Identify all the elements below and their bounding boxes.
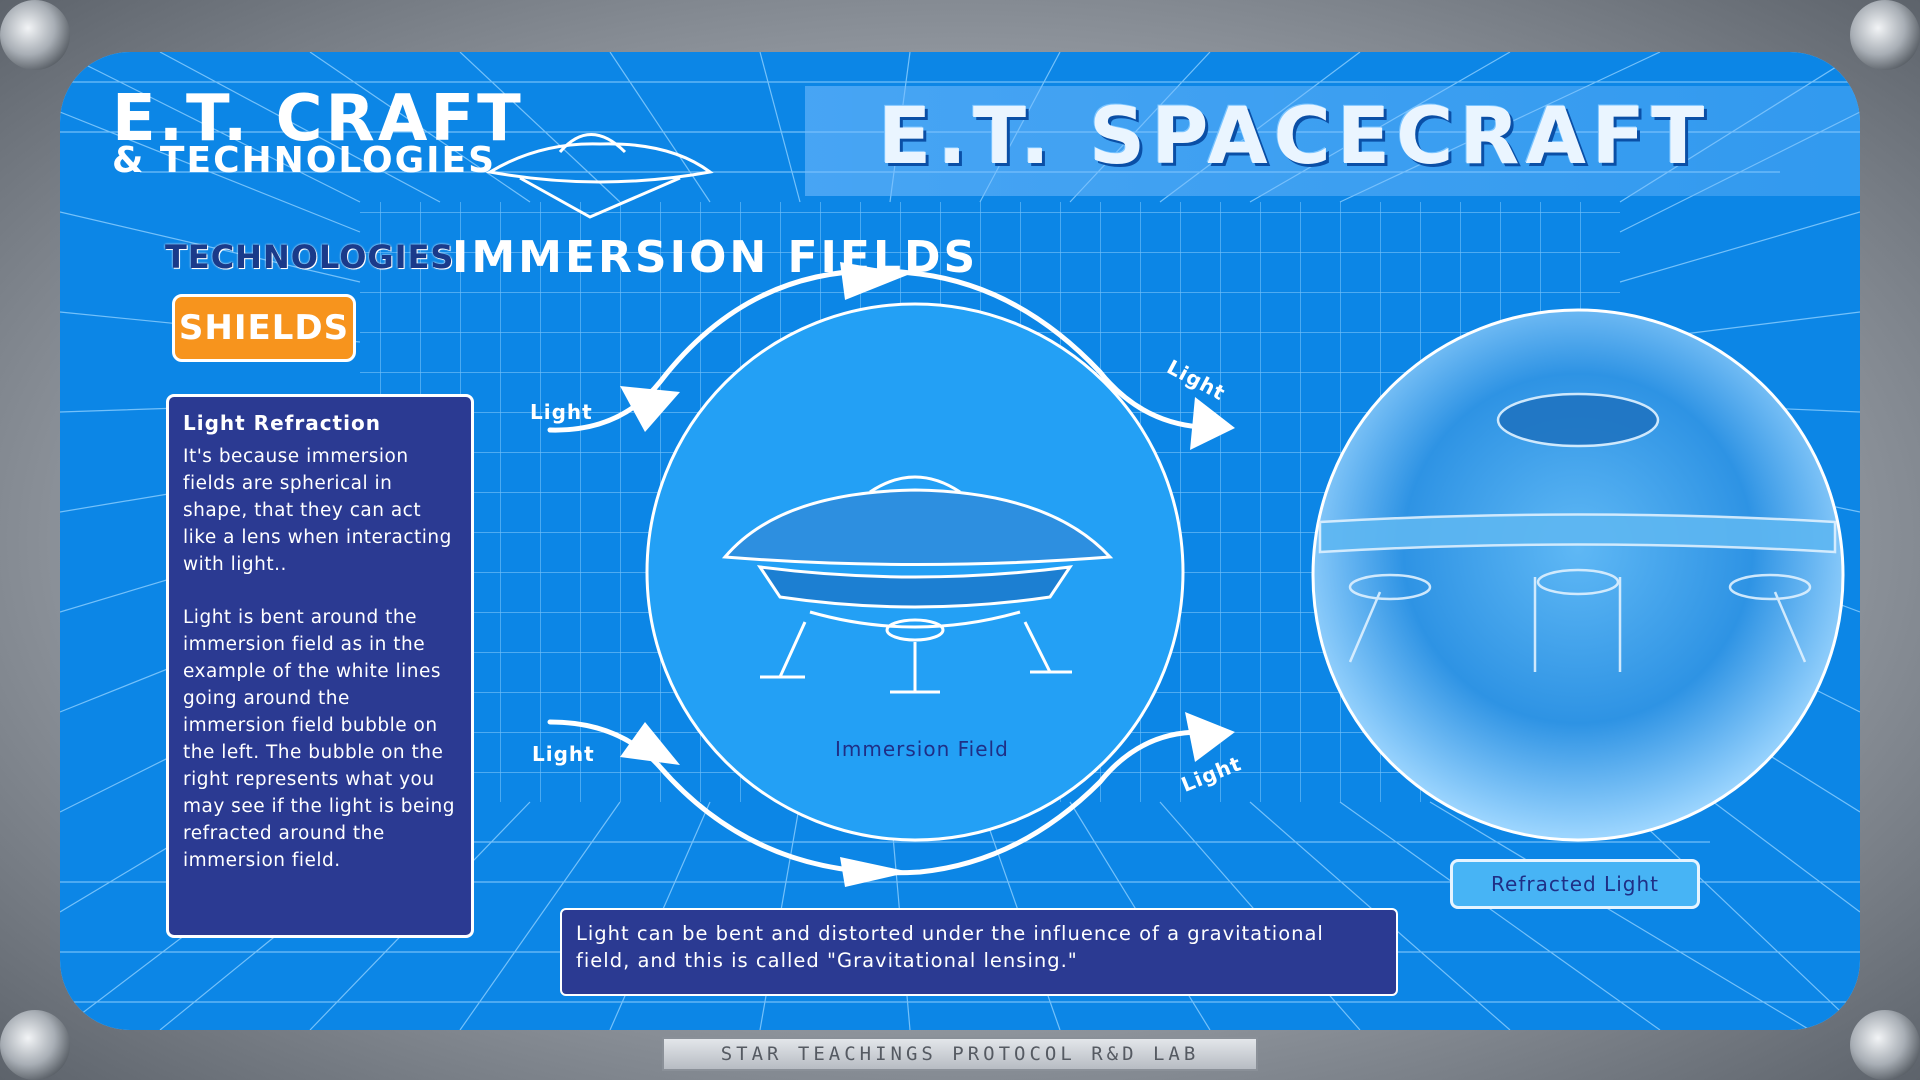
section-category: TECHNOLOGIES [165,238,455,276]
info-panel-heading: Light Refraction [183,411,381,435]
light-label-bottom-left: Light [532,742,595,766]
refracted-light-label: Refracted Light [1450,859,1700,909]
corner-bolt-bottom-right [1850,1010,1920,1080]
gravitational-lensing-note: Light can be bent and distorted under th… [560,908,1398,996]
immersion-field-label: Immersion Field [835,737,1009,761]
corner-bolt-bottom-left [0,1010,70,1080]
info-paragraph-2: Light is bent around the immersion field… [183,607,456,871]
light-label-top-left: Light [530,400,593,424]
info-paragraph-1: It's because immersion fields are spheri… [183,446,452,575]
refracted-saucer-icon [1318,392,1837,672]
section-topic: IMMERSION FIELDS [452,232,979,283]
corner-bolt-top-left [0,0,70,70]
page-title: E.T. SPACECRAFT [878,92,1711,182]
title-band [805,86,1860,196]
corner-bolt-top-right [1850,0,1920,70]
immersion-field-bubble [645,302,1185,842]
info-panel: Light Refraction It's because immersion … [166,394,474,938]
logo-sub: & TECHNOLOGIES [112,140,497,181]
flying-saucer-outline-icon [485,133,714,219]
refracted-bubble [1311,308,1845,842]
shields-badge: SHIELDS [172,294,356,362]
flying-saucer-icon [721,475,1114,694]
footer-plate: STAR TEACHINGS PROTOCOL R&D LAB [662,1037,1258,1071]
arrow-icon [620,262,1235,887]
logo-main: E.T. CRAFT [112,82,524,156]
